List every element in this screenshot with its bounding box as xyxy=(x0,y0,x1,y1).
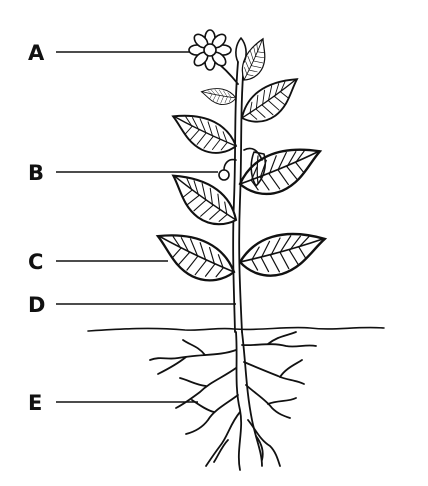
ground-line xyxy=(87,326,385,332)
leaf-upper-right-small xyxy=(233,35,278,86)
hanging-fruit xyxy=(218,158,237,181)
flower-bud xyxy=(235,37,247,63)
label-d: D xyxy=(28,293,45,317)
roots xyxy=(149,331,317,471)
leaf-middle-left xyxy=(160,168,246,235)
leaf-upper-left-small xyxy=(200,88,237,106)
leaf-lower-left xyxy=(148,227,241,289)
leaf-middle-right xyxy=(234,142,328,201)
label-b: B xyxy=(28,161,44,185)
stem xyxy=(232,61,245,333)
leaf-upper-right xyxy=(233,72,309,131)
seed-pod xyxy=(243,147,267,187)
label-e: E xyxy=(28,391,42,415)
flower xyxy=(188,29,232,71)
label-c: C xyxy=(28,250,43,274)
leaf-lower-right xyxy=(236,229,329,280)
leaf-middle-left-upper xyxy=(165,109,242,160)
label-a: A xyxy=(28,41,45,65)
